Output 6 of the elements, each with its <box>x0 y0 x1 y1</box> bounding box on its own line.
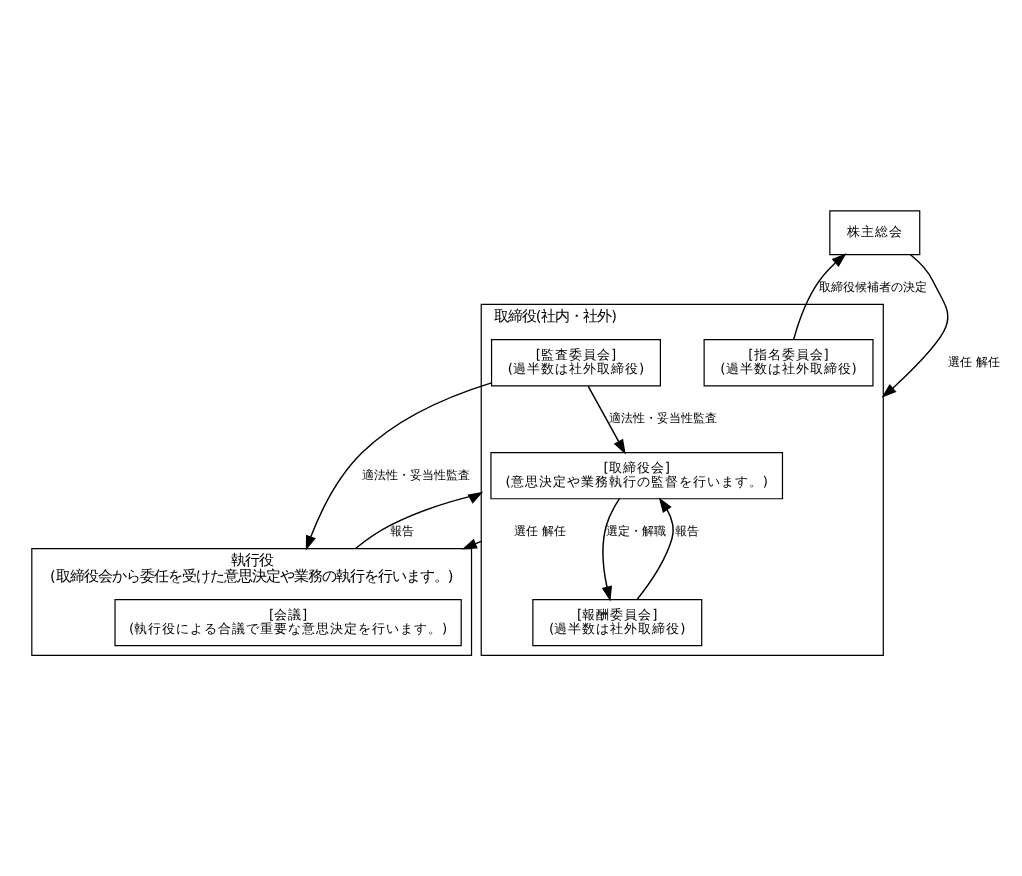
arrow <box>881 254 949 398</box>
arrow <box>601 498 621 602</box>
arrow <box>792 253 847 340</box>
arrow <box>587 385 626 455</box>
arrow <box>636 497 674 601</box>
arrow <box>305 382 493 551</box>
